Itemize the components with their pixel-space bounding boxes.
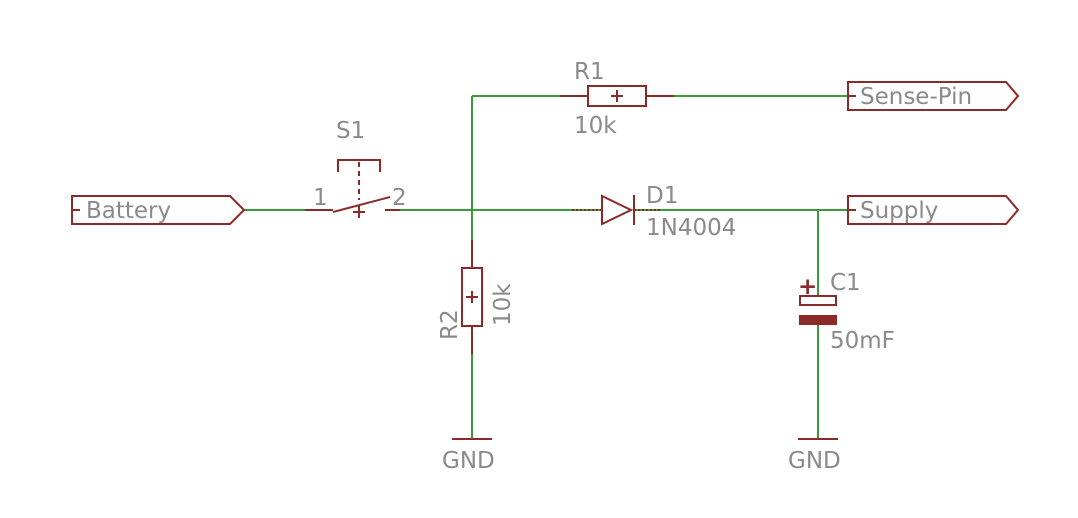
c1-plate-negative	[799, 315, 837, 325]
switch-s1[interactable]: S1 1 2	[305, 118, 407, 218]
battery-label: Battery	[86, 198, 171, 224]
c1-ref: C1	[830, 270, 861, 296]
sense-pin-flag	[847, 81, 1020, 111]
net-label-supply[interactable]: Supply	[847, 195, 1020, 225]
diode-d1[interactable]: D1 1N4004	[572, 183, 736, 241]
wires	[244, 95, 848, 438]
supply-label: Supply	[860, 198, 938, 224]
s1-ref: S1	[336, 118, 365, 144]
c1-value: 50mF	[830, 328, 895, 354]
s1-blade	[332, 196, 391, 213]
ground-right[interactable]: GND	[788, 438, 841, 474]
d1-ref: D1	[646, 183, 678, 209]
ground-left-label: GND	[442, 448, 495, 474]
s1-actuator-bracket	[337, 159, 381, 172]
r1-ref: R1	[574, 59, 605, 85]
net-label-battery[interactable]: Battery	[71, 195, 246, 225]
resistor-r1[interactable]: R1 10k	[560, 59, 674, 139]
s1-pin2-label: 2	[392, 185, 407, 211]
net-label-sense-pin[interactable]: Sense-Pin	[847, 81, 1020, 111]
ground-right-label: GND	[788, 448, 841, 474]
sense-pin-label: Sense-Pin	[860, 84, 972, 110]
d1-triangle	[601, 194, 634, 226]
resistor-r2[interactable]: R2 10k	[437, 240, 516, 354]
battery-flag	[71, 195, 246, 225]
r2-ref: R2	[437, 309, 463, 340]
capacitor-c1[interactable]: + C1 50mF	[798, 270, 895, 354]
c1-polarity: +	[798, 274, 817, 300]
r1-value: 10k	[574, 113, 617, 139]
d1-value: 1N4004	[646, 215, 736, 241]
supply-flag	[847, 195, 1020, 225]
r2-value: 10k	[490, 283, 516, 326]
ground-left[interactable]: GND	[442, 438, 495, 474]
c1-plate-positive	[799, 295, 837, 306]
s1-pin1-label: 1	[313, 185, 328, 211]
